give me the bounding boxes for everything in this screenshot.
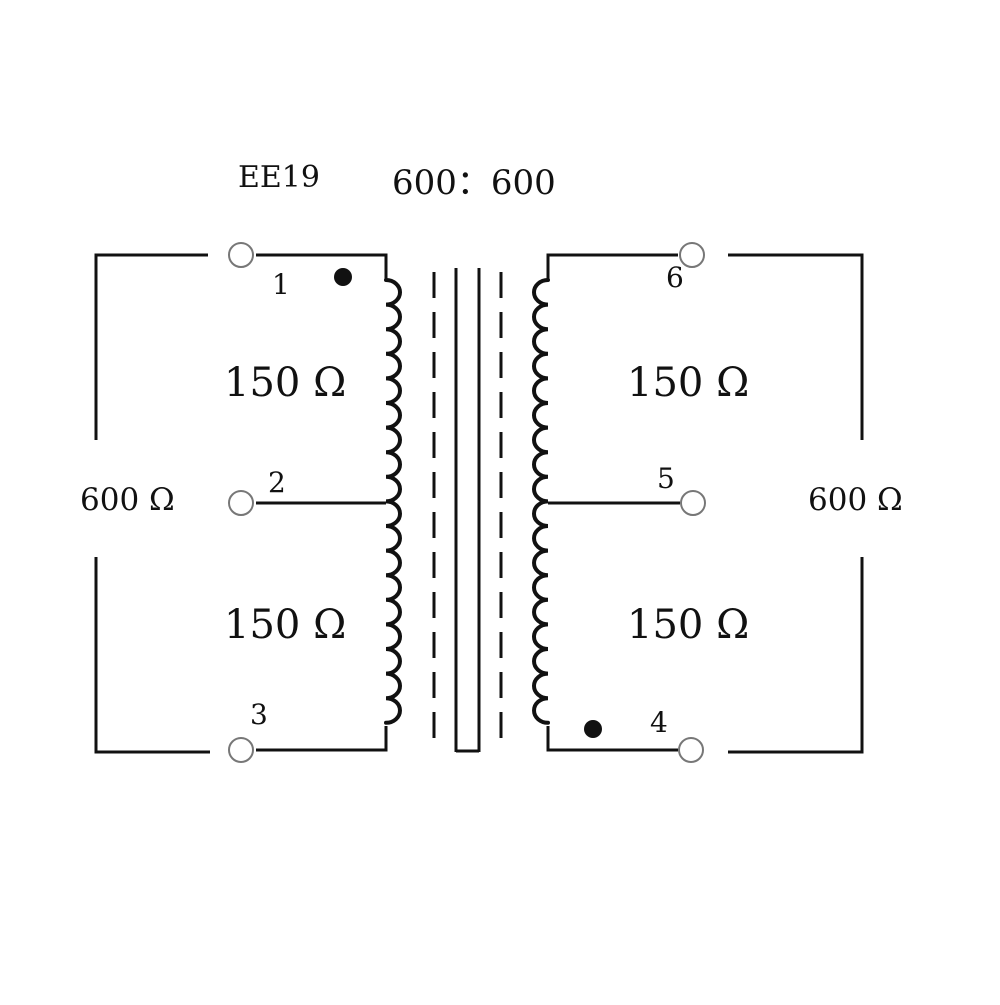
secondary-total-impedance: 600 Ω bbox=[808, 482, 903, 518]
terminal-6 bbox=[679, 242, 705, 268]
primary-wire-bottom bbox=[256, 726, 388, 752]
secondary-bracket-bottom bbox=[728, 557, 864, 754]
terminal-1 bbox=[228, 242, 254, 268]
primary-bottom-impedance: 150 Ω bbox=[224, 602, 346, 648]
secondary-bottom-impedance: 150 Ω bbox=[627, 602, 749, 648]
pin-label-3: 3 bbox=[250, 698, 268, 731]
terminal-3 bbox=[228, 737, 254, 763]
pin-label-6: 6 bbox=[666, 261, 684, 294]
primary-bracket-top bbox=[94, 253, 208, 440]
terminal-5 bbox=[680, 490, 706, 516]
model-label: EE19 bbox=[238, 160, 320, 195]
primary-polarity-dot bbox=[334, 268, 352, 286]
primary-top-impedance: 150 Ω bbox=[224, 360, 346, 406]
secondary-coil bbox=[532, 278, 550, 725]
secondary-wire-top bbox=[546, 253, 678, 280]
primary-bracket-bottom bbox=[94, 557, 210, 754]
terminal-2 bbox=[228, 490, 254, 516]
turns-ratio-label: 600：600 bbox=[392, 163, 556, 203]
primary-total-impedance: 600 Ω bbox=[80, 482, 175, 518]
secondary-polarity-dot bbox=[584, 720, 602, 738]
pin-label-4: 4 bbox=[650, 706, 668, 739]
pin-label-2: 2 bbox=[268, 466, 286, 499]
secondary-top-impedance: 150 Ω bbox=[627, 360, 749, 406]
primary-wire-top bbox=[256, 253, 388, 280]
secondary-bracket-top bbox=[728, 253, 864, 440]
secondary-wire-bottom bbox=[546, 726, 678, 752]
terminal-4 bbox=[678, 737, 704, 763]
pin-label-1: 1 bbox=[272, 268, 290, 301]
primary-coil bbox=[384, 278, 402, 725]
pin-label-5: 5 bbox=[657, 462, 675, 495]
